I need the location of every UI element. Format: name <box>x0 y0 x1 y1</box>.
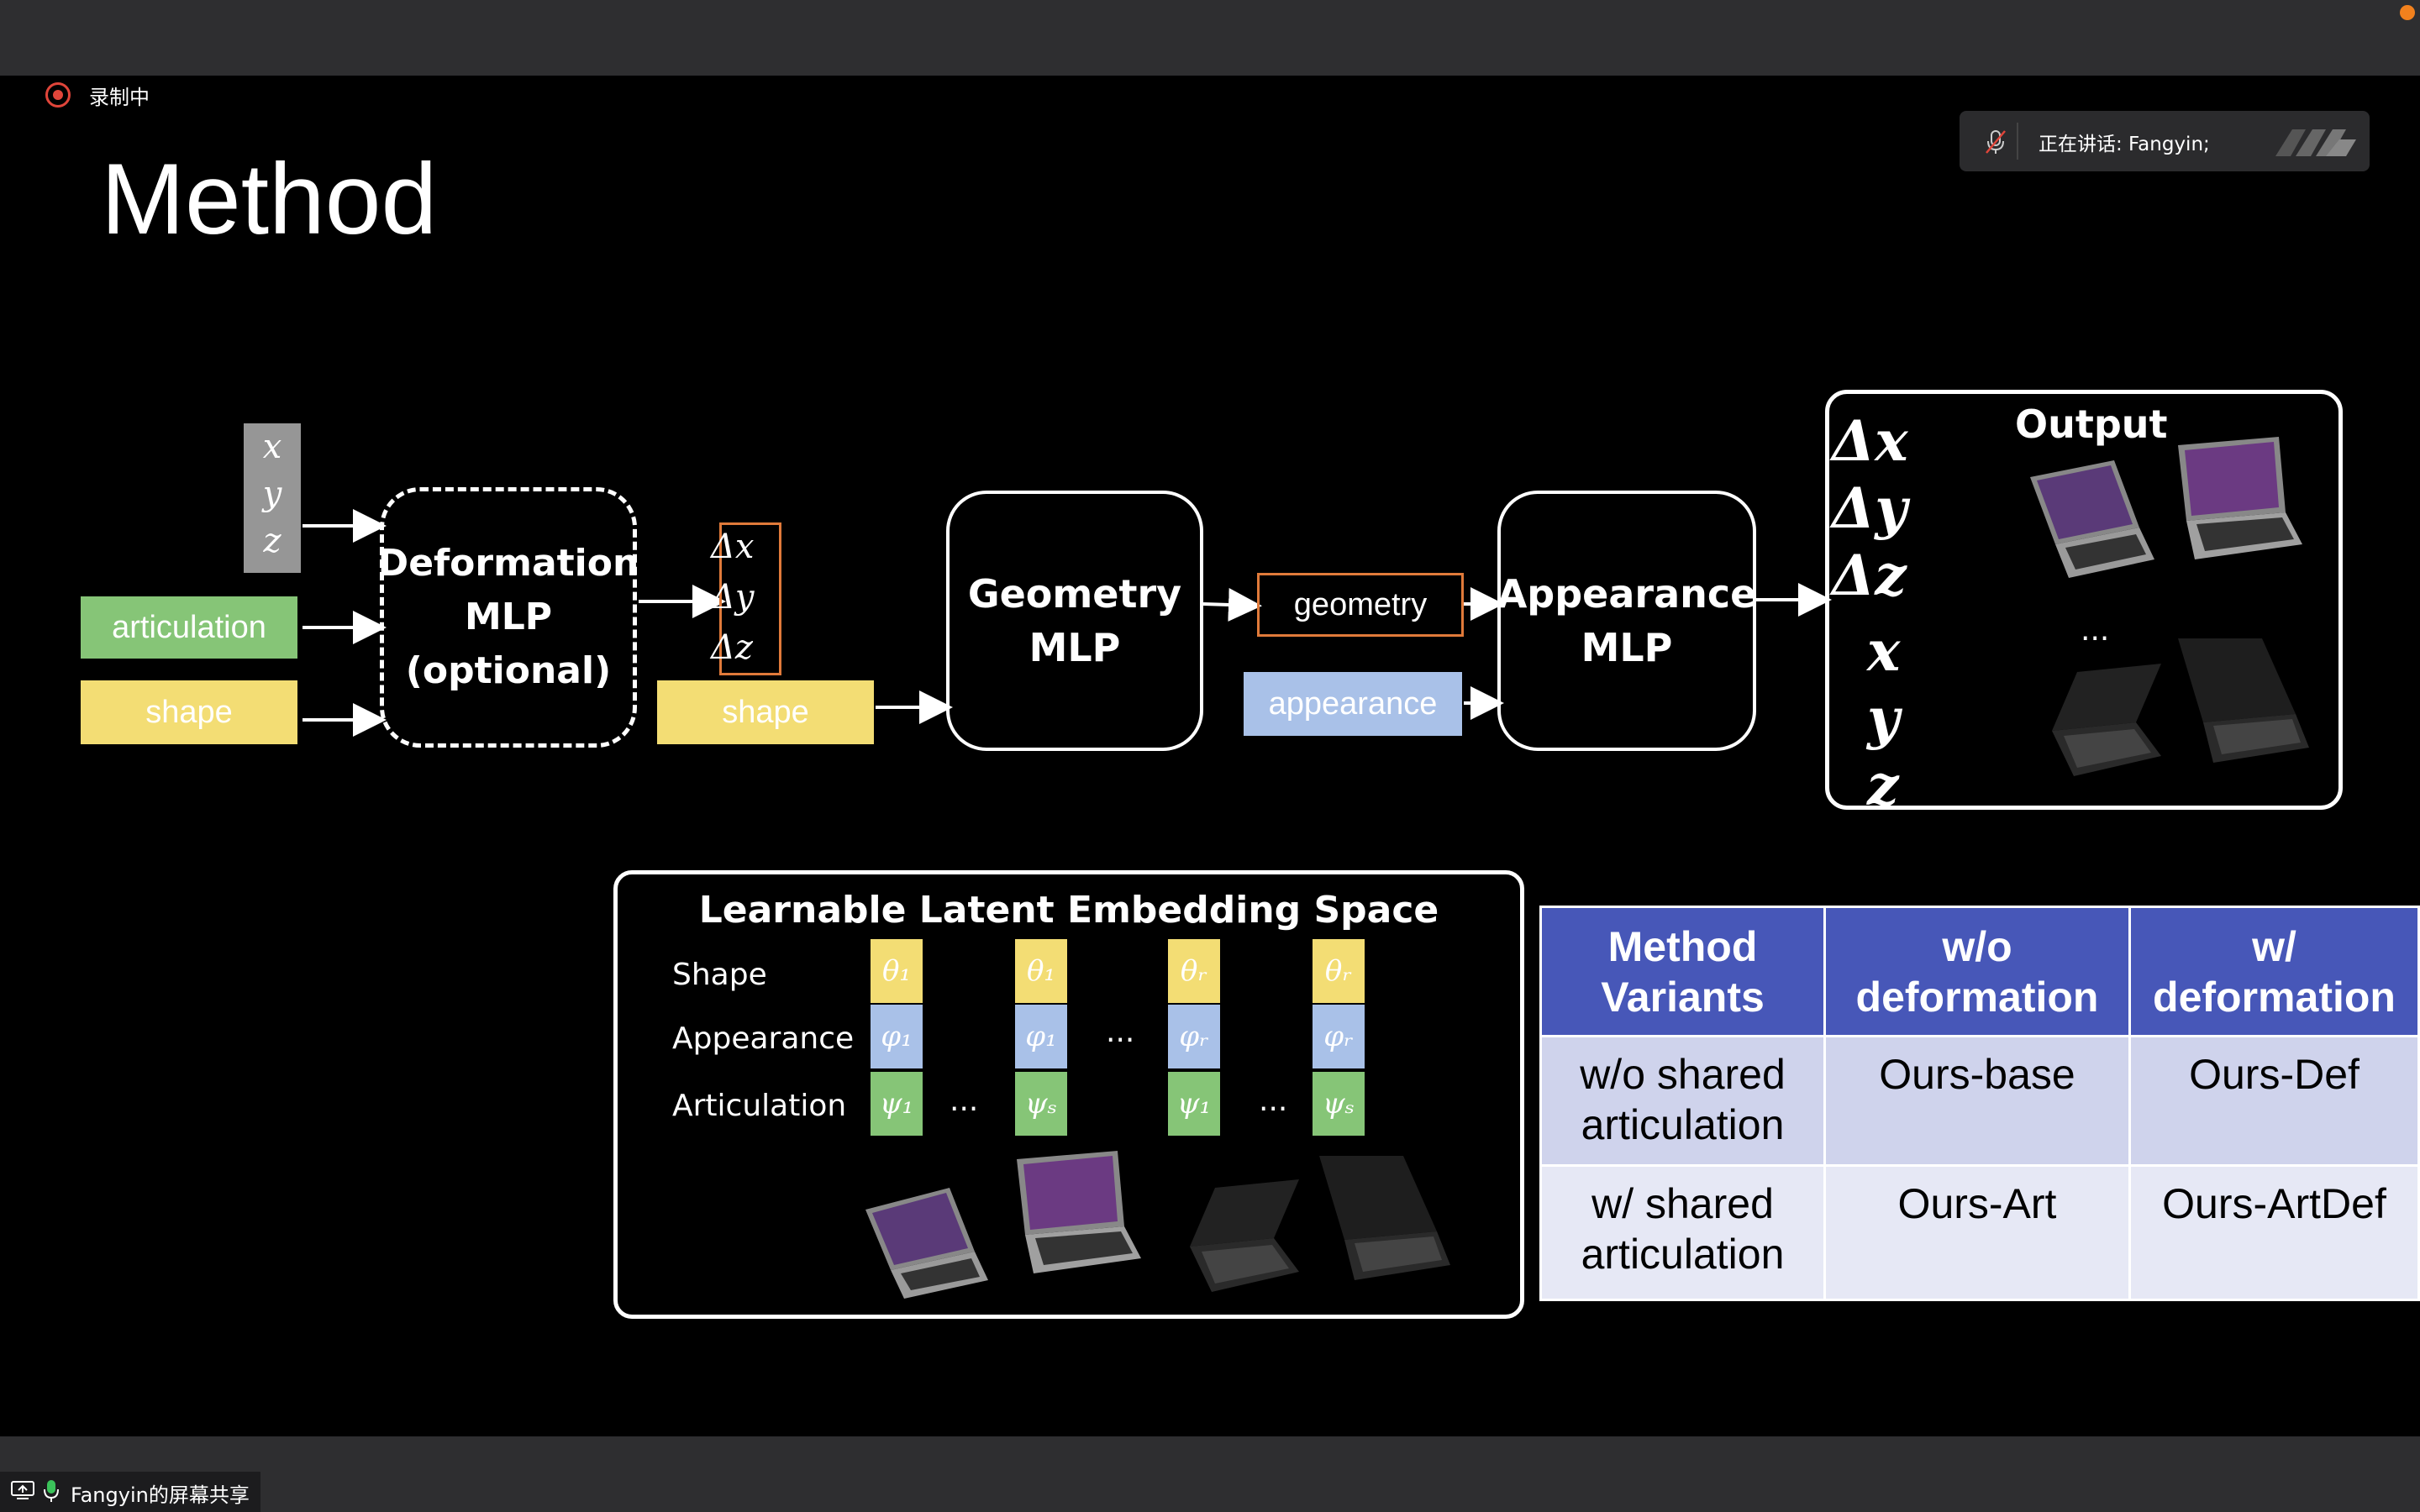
geometry-feature-box: geometry <box>1257 573 1464 637</box>
laptop-closing-image <box>1319 1156 1450 1280</box>
articulation-code-cell: ψₛ <box>1015 1072 1067 1136</box>
output-title: Output <box>2015 402 2168 447</box>
table-header-row: Method Variants w/o deformation w/ defor… <box>1539 906 2420 1037</box>
output-z: z <box>1867 753 1899 818</box>
table-row: w/ shared articulation Ours-Art Ours-Art… <box>1539 1164 2420 1301</box>
output-x: x <box>1867 618 1901 684</box>
divider <box>2017 123 2018 160</box>
table-header-cell: w/o deformation <box>1823 906 2131 1037</box>
table-header-cell: Method Variants <box>1539 906 1826 1037</box>
speaker-label: 正在讲话: Fangyin; <box>2039 134 2210 155</box>
deformation-mlp-line2: MLP <box>464 596 553 638</box>
header-line: deformation <box>1855 973 2099 1021</box>
table-cell: w/o shared articulation <box>1539 1035 1826 1167</box>
laptop-closing-image <box>2178 638 2309 763</box>
embedding-space-box <box>613 870 1524 1319</box>
ellipsis: ... <box>1259 1084 1288 1118</box>
page-title: Method <box>101 143 438 255</box>
x-label: x <box>262 428 282 466</box>
output-delta-x: Δx <box>1832 408 1908 474</box>
header-line: w/o <box>1942 922 2012 970</box>
screen-share-icon <box>11 1481 34 1499</box>
meeting-bottom-bar <box>0 1436 2420 1512</box>
appearance-code-cell: φᵣ <box>1168 1005 1220 1068</box>
table-cell: Ours-Def <box>2128 1035 2420 1167</box>
microphone-icon <box>44 1480 59 1502</box>
embedding-title: Learnable Latent Embedding Space <box>698 889 1439 932</box>
delta-x-label: Δx <box>711 528 755 566</box>
share-label: Fangyin的屏幕共享 <box>71 1483 250 1507</box>
row-label-line: articulation <box>1581 1101 1785 1148</box>
xyz-input-block: x y z <box>244 423 301 573</box>
recording-label[interactable]: 录制中 <box>89 86 150 109</box>
geometry-mlp-box: Geometry MLP <box>946 491 1203 751</box>
delta-z-label: Δz <box>711 628 753 667</box>
laptop-closing-image <box>1190 1179 1299 1292</box>
shape-input-2: shape <box>657 680 874 744</box>
table-header-cell: w/ deformation <box>2128 906 2420 1037</box>
articulation-code-cell: ψ₁ <box>871 1072 923 1136</box>
appearance-input: appearance <box>1244 672 1462 736</box>
articulation-input: articulation <box>81 596 297 659</box>
muted-mic-icon <box>1986 130 2006 154</box>
output-delta-y: Δy <box>1832 475 1907 541</box>
header-line: w/ <box>2252 922 2296 970</box>
appearance-mlp-box: Appearance MLP <box>1497 491 1756 751</box>
geometry-mlp-line2: MLP <box>1028 625 1121 670</box>
ellipsis: ... <box>1106 1015 1135 1049</box>
y-label: y <box>262 475 282 513</box>
shape-code-cell: θ₁ <box>1015 939 1067 1003</box>
row-label-appearance: Appearance <box>672 1021 855 1056</box>
header-line: Variants <box>1601 973 1765 1021</box>
delta-highlight-box <box>719 522 781 675</box>
recording-icon[interactable] <box>45 82 71 108</box>
appearance-code-cell: φ₁ <box>871 1005 923 1068</box>
articulation-code-cell: ψₛ <box>1313 1072 1365 1136</box>
table-cell: w/ shared articulation <box>1539 1164 1826 1301</box>
status-dot <box>2400 5 2415 20</box>
appearance-code-cell: φ₁ <box>1015 1005 1067 1068</box>
appearance-code-cell: φᵣ <box>1313 1005 1365 1068</box>
output-box <box>1825 390 2343 810</box>
table-cell: Ours-ArtDef <box>2128 1164 2420 1301</box>
appearance-mlp-line1: Appearance <box>1497 571 1757 617</box>
deformation-mlp-box: Deformation MLP (optional) <box>377 487 639 748</box>
appearance-mlp-line2: MLP <box>1581 625 1673 670</box>
row-label-line: w/ shared <box>1591 1180 1774 1227</box>
avatar <box>2275 129 2356 156</box>
output-y: y <box>1867 685 1900 751</box>
shape-input: shape <box>81 680 297 744</box>
active-speaker-panel[interactable]: 正在讲话: Fangyin; <box>1960 111 2370 171</box>
table-cell: Ours-Art <box>1823 1164 2131 1301</box>
deformation-mlp-line3: (optional) <box>405 649 612 692</box>
laptop-open-image <box>1017 1151 1141 1273</box>
output-delta-z: Δz <box>1832 543 1907 608</box>
delta-y-label: Δy <box>711 578 755 617</box>
row-label-shape: Shape <box>672 958 767 992</box>
shape-code-cell: θᵣ <box>1313 939 1365 1003</box>
table-cell: Ours-base <box>1823 1035 2131 1167</box>
method-variants-table: Method Variants w/o deformation w/ defor… <box>1539 906 2420 1301</box>
screen-share-indicator[interactable]: Fangyin的屏幕共享 <box>0 1472 260 1512</box>
laptop-open-image <box>2030 460 2154 578</box>
shape-code-cell: θᵣ <box>1168 939 1220 1003</box>
row-label-articulation: Articulation <box>672 1089 847 1123</box>
z-label: z <box>263 522 281 560</box>
output-ellipsis: ... <box>2081 613 2110 648</box>
laptop-open-image <box>2178 437 2302 559</box>
shape-code-cell: θ₁ <box>871 939 923 1003</box>
row-label-line: articulation <box>1581 1231 1785 1278</box>
meeting-top-bar <box>0 0 2420 76</box>
ellipsis: ... <box>950 1084 979 1118</box>
header-line: deformation <box>2153 973 2396 1021</box>
table-row: w/o shared articulation Ours-base Ours-D… <box>1539 1035 2420 1167</box>
laptop-open-image <box>865 1188 988 1299</box>
header-line: Method <box>1607 922 1758 970</box>
deformation-mlp-line1: Deformation <box>377 542 639 585</box>
row-label-line: w/o shared <box>1580 1051 1786 1098</box>
geometry-mlp-line1: Geometry <box>967 571 1182 617</box>
laptop-closing-image <box>2052 664 2161 776</box>
articulation-code-cell: ψ₁ <box>1168 1072 1220 1136</box>
